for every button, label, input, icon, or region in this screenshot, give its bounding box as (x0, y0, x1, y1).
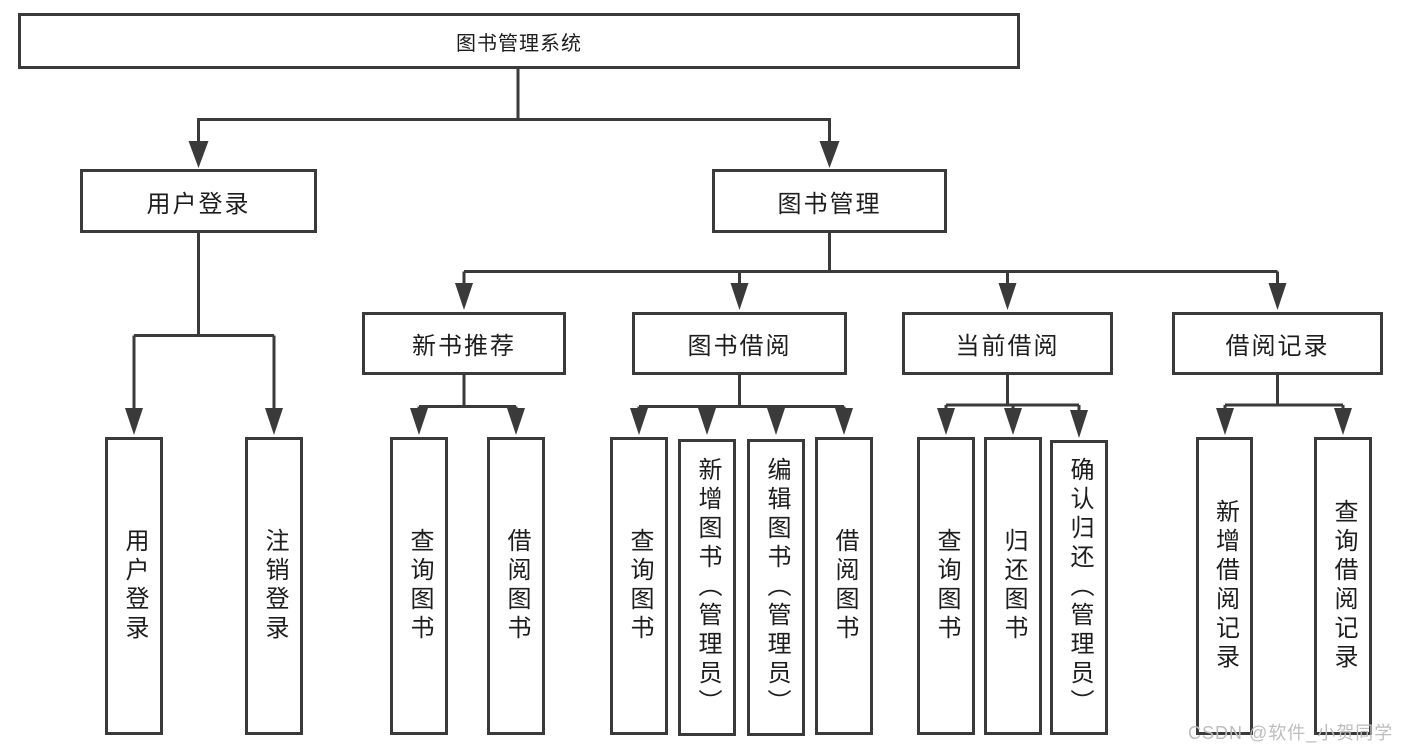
node-label: 图书借阅 (687, 333, 792, 360)
node-new-book-recommend: 新书推荐 (362, 312, 566, 375)
leaf-label: 查询图书 (626, 528, 653, 644)
leaf-user-login: 用户登录 (105, 437, 163, 735)
leaf-label: 查询借阅记录 (1330, 499, 1357, 673)
leaf-query-books-current: 查询图书 (917, 437, 975, 735)
leaf-label: 查询图书 (406, 528, 433, 644)
node-current-borrowing: 当前借阅 (902, 312, 1113, 375)
leaf-label: 借阅图书 (831, 528, 858, 644)
leaf-label: 注销登录 (261, 528, 288, 644)
leaf-query-books-borrowing: 查询图书 (610, 437, 668, 735)
leaf-borrow-books-recommend: 借阅图书 (487, 437, 545, 735)
node-label: 图书管理 (777, 190, 882, 218)
leaf-label: 借阅图书 (503, 528, 530, 644)
leaf-add-borrow-record: 新增借阅记录 (1196, 437, 1253, 735)
node-borrow-records: 借阅记录 (1172, 312, 1383, 375)
leaf-logout: 注销登录 (245, 437, 303, 735)
leaf-query-books-recommend: 查询图书 (390, 437, 448, 735)
leaf-label: 新增借阅记录 (1211, 499, 1239, 673)
node-book-borrowing: 图书借阅 (632, 312, 847, 375)
leaf-label: 确认归还（管理员） (1066, 457, 1093, 718)
node-label: 借阅记录 (1225, 333, 1330, 360)
leaf-add-book-admin: 新增图书（管理员） (678, 439, 736, 736)
node-user-login: 用户登录 (80, 169, 317, 233)
leaf-edit-book-admin: 编辑图书（管理员） (747, 439, 805, 736)
node-label: 当前借阅 (955, 333, 1060, 360)
node-library-management-system: 图书管理系统 (18, 13, 1020, 69)
node-book-management: 图书管理 (712, 169, 947, 233)
node-label: 用户登录 (146, 190, 251, 218)
leaf-label: 编辑图书（管理员） (763, 457, 790, 718)
node-label: 图书管理系统 (456, 32, 582, 55)
leaf-confirm-return-admin: 确认归还（管理员） (1050, 440, 1108, 735)
leaf-label: 归还图书 (1000, 528, 1027, 644)
leaf-borrow-books: 借阅图书 (815, 437, 873, 735)
node-label: 新书推荐 (412, 333, 516, 360)
leaf-return-books: 归还图书 (984, 437, 1042, 735)
leaf-label: 用户登录 (121, 528, 148, 644)
leaf-label: 新增图书（管理员） (694, 457, 721, 718)
csdn-watermark: CSDN @软件_小贺同学 (1188, 723, 1394, 743)
leaf-query-borrow-record: 查询借阅记录 (1314, 437, 1372, 735)
leaf-label: 查询图书 (933, 528, 960, 644)
